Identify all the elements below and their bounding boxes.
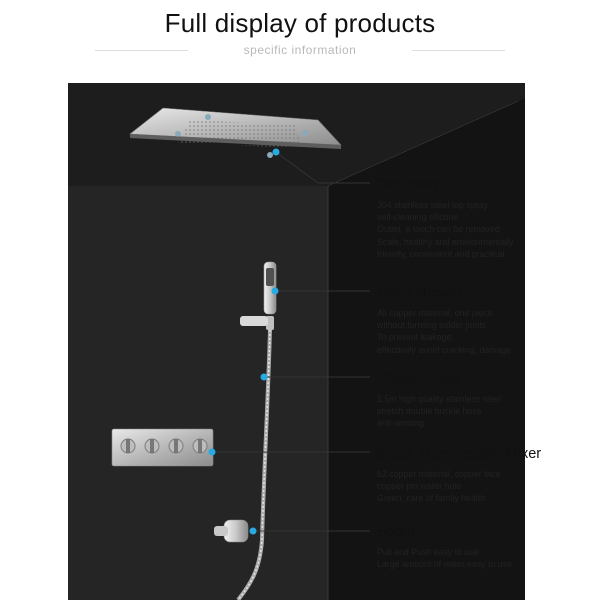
callout-title-top-spray: Top spray [377, 177, 440, 193]
callout-line: anti-winding [377, 418, 424, 429]
callout-line: 304 stainless steel top spray [377, 200, 489, 210]
marker-spout [249, 527, 257, 535]
callout-title-shower-hose: Shower hose [377, 371, 462, 387]
side-wall [328, 98, 525, 600]
thermostatic-mixer [111, 428, 214, 467]
callout-line: Large amount of water,easy to use [377, 559, 512, 570]
callout-line: Outlet, a touch can be removed [377, 224, 500, 235]
marker-hand-shower [271, 287, 279, 295]
callout-line: Green, care of family health [377, 493, 486, 504]
title-divider-right [412, 50, 505, 51]
callout-mixer: Brass Thermostatic Mixer 62 copper mater… [377, 445, 541, 505]
callout-hand-shower: Hand shower All copper material, one pie… [377, 284, 511, 356]
callout-line: effectively avoid cracking, damage [377, 344, 512, 355]
callout-line: self-cleaning silicone [377, 212, 459, 223]
page-title: Full display of products [164, 8, 436, 38]
callout-desc-top-spray: 304 stainless steel top spray self-clean… [377, 199, 513, 260]
marker-mixer [208, 448, 216, 456]
marker-shower-hose [260, 373, 268, 381]
callout-line: All copper material, one piece [377, 308, 493, 318]
callout-line: copper pin water hole [377, 481, 462, 492]
callout-title-spout: Spout [377, 524, 415, 540]
callout-desc-shower-hose: 1.5m high quality stainless steel stretc… [377, 393, 501, 430]
leader-lines [212, 151, 370, 532]
title-divider-left [95, 50, 188, 51]
callout-desc-spout: Pull and Push easy to use Large amount o… [377, 546, 512, 570]
callout-top-spray: Top spray 304 stainless steel top spray … [377, 176, 513, 260]
callout-line: without forming solder joints [377, 320, 487, 331]
callout-line: stretch double buckle hose [377, 406, 482, 417]
callout-line: friendly, convenient and practical [377, 248, 505, 259]
top-spray [129, 107, 342, 158]
spout [214, 519, 249, 543]
markers [208, 148, 280, 535]
callout-shower-hose: Shower hose 1.5m high quality stainless … [377, 370, 501, 430]
leader-top-spray [275, 151, 370, 184]
callout-line: To prevent leakage, [377, 332, 454, 343]
callout-line: Scale, healthy and environmentally [377, 236, 514, 247]
callout-spout: Spout Pull and Push easy to use Large am… [377, 523, 512, 570]
callout-line: Pull and Push easy to use [377, 547, 479, 557]
callout-desc-hand-shower: All copper material, one piece without f… [377, 307, 511, 356]
callout-title-mixer: Brass Thermostatic Mixer [377, 446, 542, 462]
callout-line: 1.5m high quality stainless steel [377, 394, 502, 404]
callout-title-hand-shower: Hand shower [377, 285, 463, 301]
callout-desc-mixer: 62 copper material, copper face copper p… [377, 468, 541, 505]
page-subtitle: specific information [243, 43, 357, 57]
callout-line: 62 copper material, copper face [377, 469, 501, 479]
marker-top-spray [272, 148, 280, 156]
